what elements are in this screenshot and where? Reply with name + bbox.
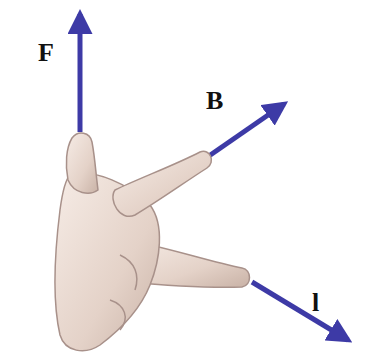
vector-label: B bbox=[206, 88, 223, 114]
vector-label: l bbox=[312, 290, 319, 316]
vector-label: F bbox=[38, 40, 54, 66]
hand bbox=[55, 133, 249, 351]
